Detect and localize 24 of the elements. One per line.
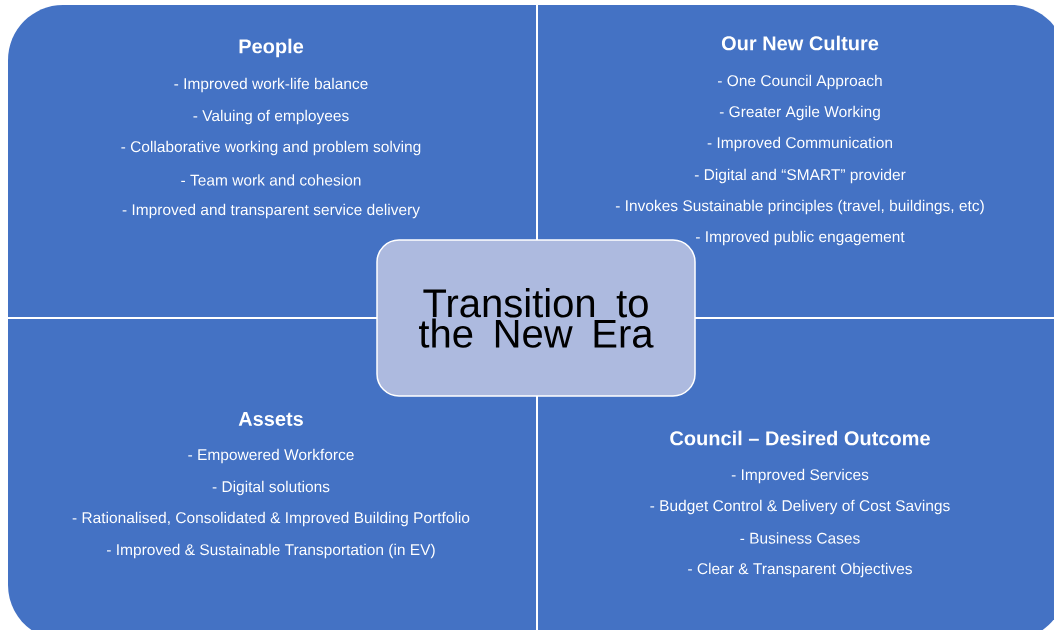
bullet-item: - Digital and “SMART” provider [694, 168, 906, 184]
center-box: Transition to the New Era [376, 239, 696, 397]
quadrant-heading: People [239, 38, 304, 58]
bullet-item: - Improved Services [731, 468, 869, 484]
quadrant-heading: Council – Desired Outcome [670, 430, 930, 446]
bullet-item: - Clear & Transparent Objectives [688, 562, 912, 578]
bullet-item: - Rationalised, Consolidated & Improved Building Portfolio [72, 511, 470, 527]
bullet-item: - Collaborative working and problem solving [121, 140, 421, 156]
bullet-item: - Improved work-life balance [174, 77, 368, 93]
bullet-item: - Improved public engagement [696, 230, 905, 246]
bullet-item: - Improved Communication [707, 136, 892, 152]
bullet-item: - Valuing of employees [193, 109, 349, 125]
bullet-item: - Digital solutions [212, 480, 330, 496]
quadrant-heading: Assets [238, 412, 303, 426]
bullet-item: - One Council Approach [718, 74, 882, 90]
bullet-item: - Improved and transparent service delivery [122, 203, 420, 219]
bullet-item: - Improved & Sustainable Transportation (in EV) [107, 543, 435, 559]
bullet-item: - Empowered Workforce [188, 448, 354, 464]
quadrant-heading: Our New Culture [721, 35, 879, 51]
bullet-item: - Budget Control & Delivery of Cost Savings [650, 499, 950, 515]
bullet-item: - Business Cases [740, 532, 860, 544]
bullet-item: - Team work and cohesion [181, 174, 361, 186]
bullet-item: - Invokes Sustainable principles (travel, buildings, etc) [615, 199, 984, 215]
bullet-item: - Greater Agile Working [719, 105, 880, 121]
